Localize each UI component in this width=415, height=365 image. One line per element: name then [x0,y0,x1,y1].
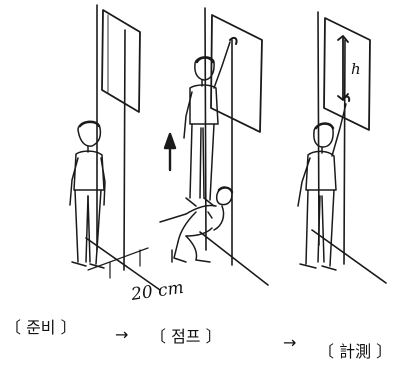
step-jump-label: 〔 점프 〕 [150,327,222,346]
wall-2 [199,7,269,286]
pen-mark-3 [343,95,351,102]
person-jumping-up [183,41,231,207]
chalk-mark [229,36,238,45]
person-crouching [159,186,234,263]
person-standing-ready [69,120,106,269]
wall-3 [311,11,387,284]
step-ready-label: 〔 준비 〕 [5,318,77,337]
board-3 [323,17,371,131]
wall-1 [85,4,161,291]
board-1 [101,9,141,113]
distance-label: 20 cm [129,278,185,305]
height-measure [337,35,349,101]
height-symbol: h [351,60,361,78]
upward-arrow [163,132,177,172]
step-arrow-2: → [283,333,296,352]
distance-marker [87,247,149,279]
step-arrow-1: → [115,325,128,344]
step-measure-label: 〔 計測 〕 [318,342,392,361]
person-measuring [297,103,347,271]
